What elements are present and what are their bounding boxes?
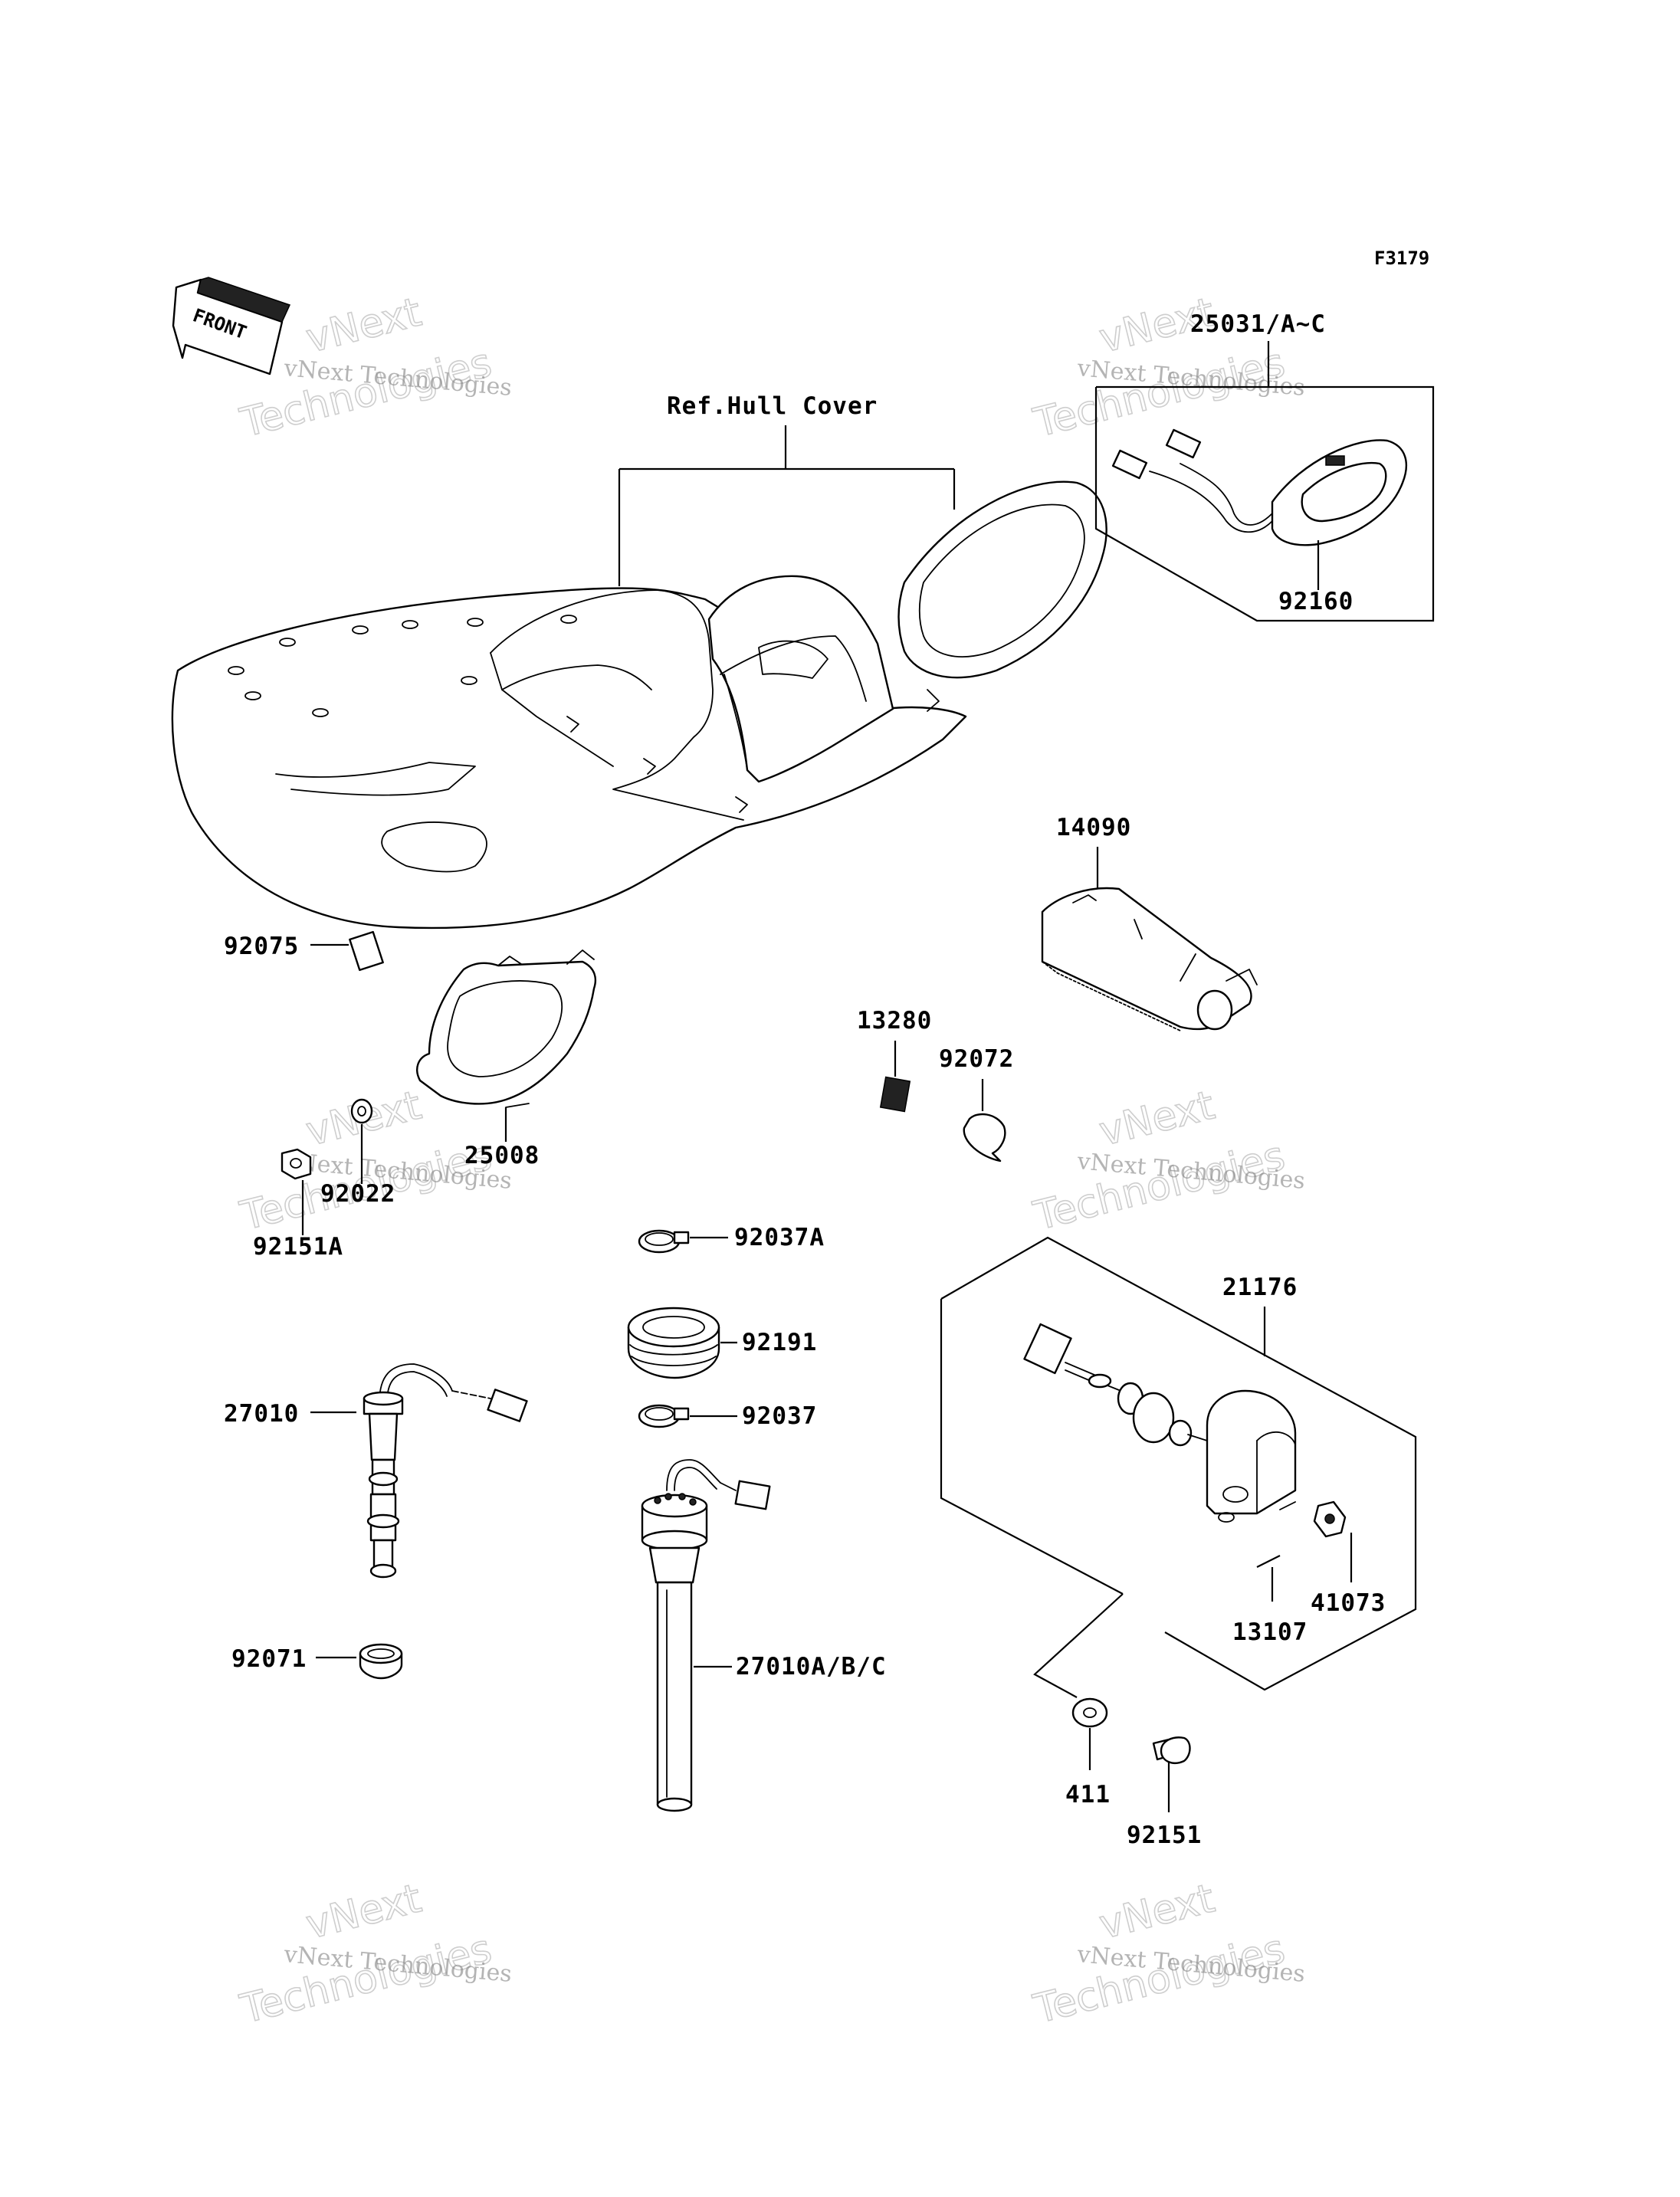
- callout-13280: 13280: [857, 1007, 932, 1035]
- callout-92191: 92191: [742, 1329, 817, 1356]
- meter-assembly-part: [1111, 428, 1408, 546]
- grommet-92191-part: [627, 1307, 720, 1379]
- callout-13107: 13107: [1232, 1618, 1308, 1646]
- svg-text:vNext: vNext: [302, 1876, 426, 1949]
- callout-27010: 27010: [224, 1400, 299, 1428]
- svg-text:vNext: vNext: [1095, 1876, 1219, 1949]
- hull-deck-holes: [228, 615, 577, 717]
- meter-bezel-part: [897, 480, 1107, 679]
- clamp-92037A-part: [638, 1229, 690, 1254]
- part-92075: [349, 930, 384, 972]
- callout-92071: 92071: [231, 1645, 307, 1673]
- clamp-92037-part: [638, 1404, 690, 1428]
- hull-deck-part: [171, 575, 967, 930]
- watermark-bottom-right: vNext Technologies vNext Technologies: [1029, 1875, 1306, 2034]
- washer-92022-part: [350, 1098, 373, 1124]
- callout-14090: 14090: [1056, 814, 1131, 841]
- watermark-mid-right: vNext Technologies vNext Technologies: [1029, 1082, 1306, 1241]
- callout-92072: 92072: [939, 1045, 1014, 1073]
- callout-92151: 92151: [1127, 1822, 1202, 1849]
- callout-92151A: 92151A: [253, 1233, 343, 1261]
- callout-92022: 92022: [320, 1180, 395, 1208]
- callout-92037: 92037: [742, 1402, 817, 1430]
- pin-13107-part: [1256, 1555, 1281, 1568]
- callout-92160: 92160: [1278, 588, 1354, 615]
- callout-92075: 92075: [224, 933, 299, 960]
- callout-25008: 25008: [464, 1142, 540, 1169]
- bracket-25008-part: [416, 949, 597, 1108]
- sender-27010ABC-part: [641, 1459, 771, 1812]
- callout-21176: 21176: [1222, 1274, 1298, 1301]
- clip-41073-part: [1313, 1500, 1347, 1538]
- switch-21176-part: [1023, 1323, 1297, 1523]
- ref-hull-cover-bracket: [618, 425, 956, 586]
- grommet-92071-part: [359, 1643, 403, 1680]
- nut-92151A-part: [281, 1148, 312, 1180]
- front-arrow-icon: FRONT: [172, 277, 291, 375]
- callout-41073: 41073: [1311, 1589, 1386, 1617]
- ref-hull-cover-note: Ref.Hull Cover: [667, 392, 878, 420]
- callout-411: 411: [1065, 1781, 1111, 1808]
- meter-assembly-box: [1094, 341, 1435, 622]
- label-13280-part: [879, 1076, 911, 1113]
- callout-27010ABC: 27010A/B/C: [736, 1653, 887, 1681]
- switch-assembly-box: [940, 1236, 1417, 1698]
- bolt-92151-part: [1152, 1736, 1191, 1764]
- cover-14090-part: [1041, 887, 1258, 1031]
- figure-code: F3179: [1374, 248, 1429, 269]
- svg-text:vNext: vNext: [1095, 1083, 1219, 1156]
- sensor-27010-part: [363, 1363, 528, 1579]
- watermark-bottom-left: vNext Technologies vNext Technologies: [235, 1875, 513, 2034]
- washer-411-part: [1071, 1697, 1108, 1728]
- svg-text:vNext: vNext: [302, 290, 426, 362]
- band-92072-part: [963, 1113, 1006, 1162]
- callout-25031: 25031/A~C: [1190, 310, 1326, 338]
- callout-92037A: 92037A: [734, 1224, 825, 1251]
